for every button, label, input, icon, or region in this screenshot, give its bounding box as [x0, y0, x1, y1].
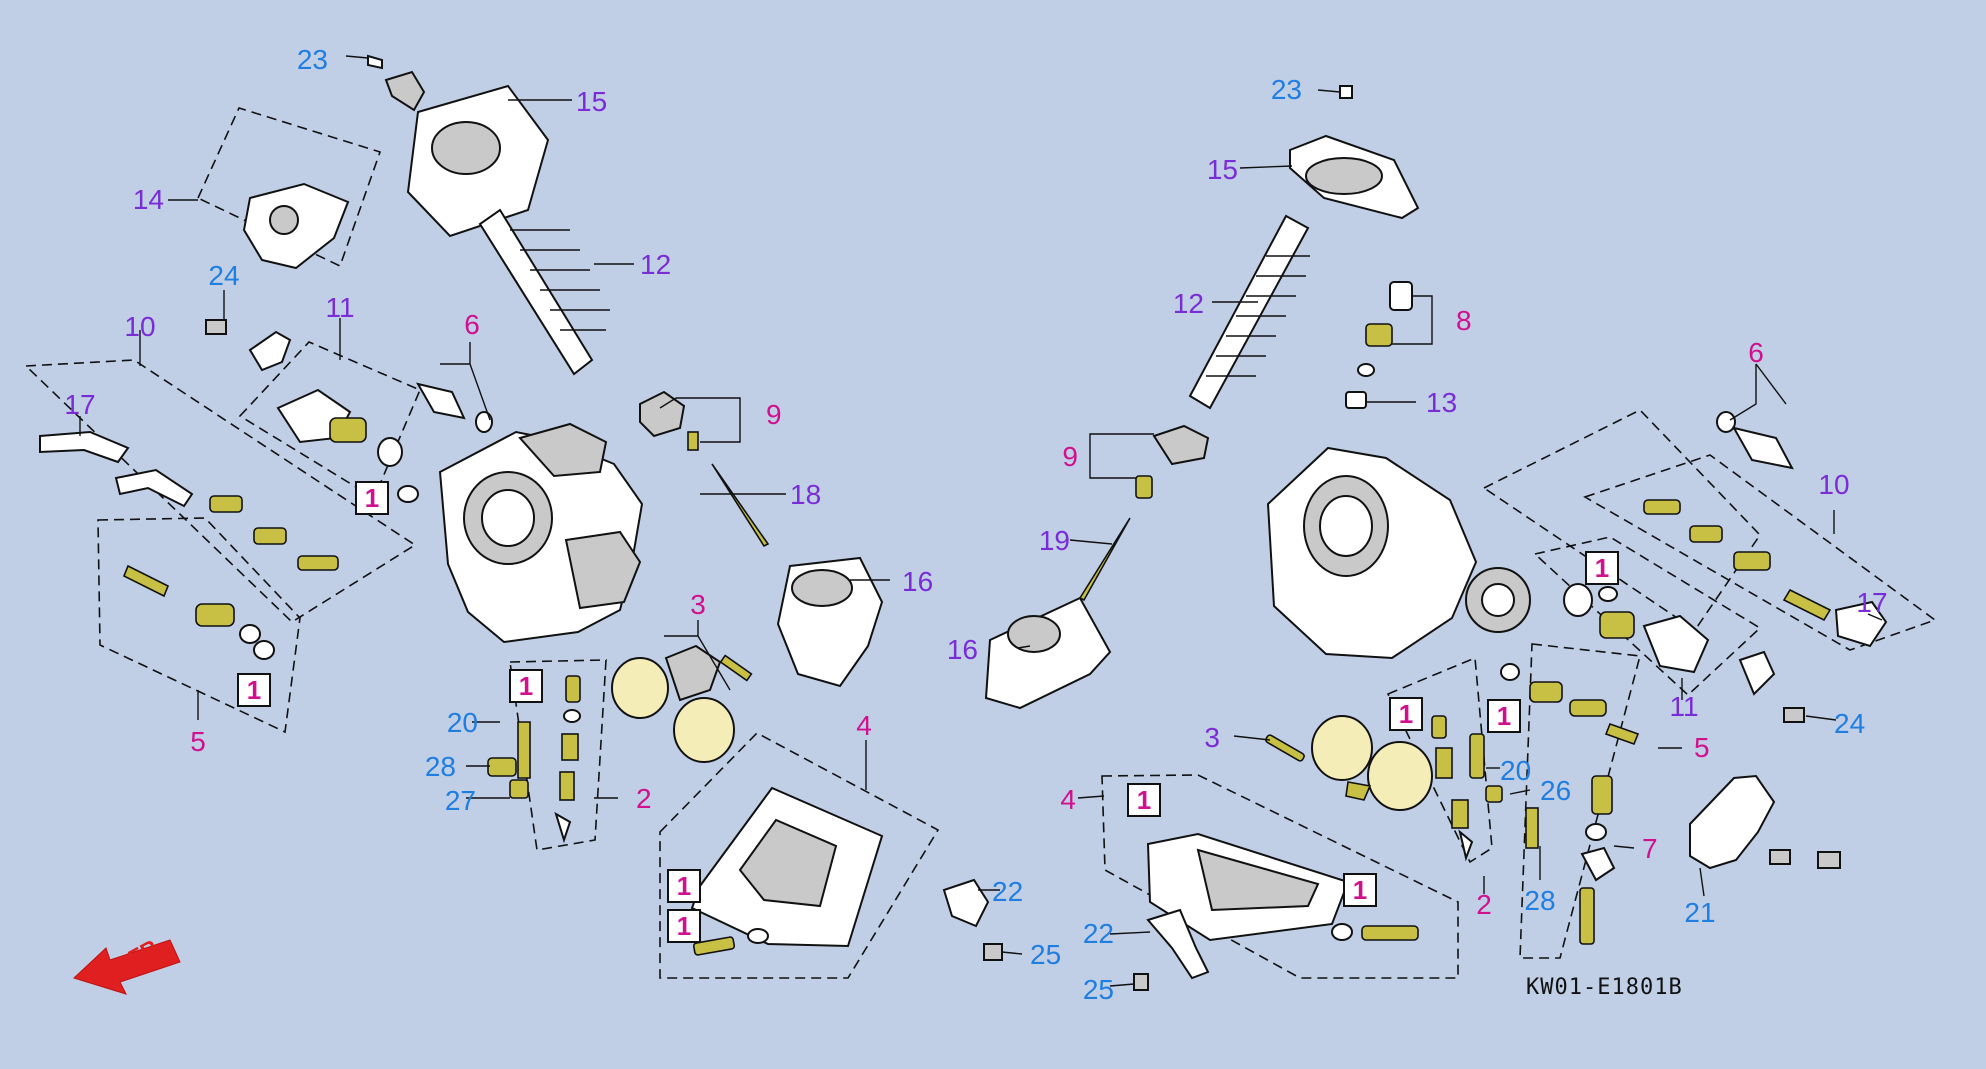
callout-label: 22	[992, 876, 1023, 907]
callout-label: 22	[1083, 918, 1114, 949]
box-1-f: 1	[1585, 551, 1619, 585]
callout-layer: 23 15 14 12 24 11 10 6 17 9 18 16 3 5 20…	[64, 44, 1887, 1005]
callout-label: 15	[1207, 154, 1238, 185]
diagram-code: KW01-E1801B	[1526, 975, 1683, 1000]
box-1-a: 1	[355, 481, 389, 515]
box-1-g: 1	[1487, 699, 1521, 733]
callout-label: 27	[445, 785, 476, 816]
svg-text:1: 1	[1137, 785, 1151, 815]
callout-label: 21	[1684, 897, 1715, 928]
callout-label: 9	[1062, 441, 1078, 472]
callout-label: 15	[576, 86, 607, 117]
callout-label: 5	[190, 726, 206, 757]
callout-label: 10	[124, 311, 155, 342]
callout-label: 2	[636, 783, 652, 814]
callout-label: 23	[1271, 74, 1302, 105]
box-1-i: 1	[1127, 783, 1161, 817]
box-1-h: 1	[1389, 697, 1423, 731]
callout-label: 8	[1456, 305, 1472, 336]
svg-text:1: 1	[677, 911, 691, 941]
callout-label: 4	[1060, 784, 1076, 815]
box-1-e: 1	[667, 909, 701, 943]
callout-label: 20	[1500, 755, 1531, 786]
callout-label: 3	[1204, 722, 1220, 753]
callout-label: 11	[325, 292, 354, 323]
callout-label: 25	[1030, 939, 1061, 970]
callout-label: 14	[133, 184, 164, 215]
right-carburetor-parts	[984, 85, 1888, 991]
callout-label: 12	[1173, 288, 1204, 319]
callout-label: 17	[64, 389, 95, 420]
callout-label: 17	[1856, 587, 1887, 618]
leader-lines	[79, 55, 1883, 987]
left-carburetor-parts	[39, 54, 1003, 961]
box-1-b: 1	[237, 673, 271, 707]
box-1-d: 1	[667, 869, 701, 903]
callout-label: 28	[1524, 885, 1555, 916]
callout-label: 26	[1540, 775, 1571, 806]
callout-label: 28	[425, 751, 456, 782]
svg-text:1: 1	[365, 483, 379, 513]
callout-label: 4	[856, 710, 872, 741]
group-outlines	[24, 107, 1937, 979]
callout-label: 11	[1669, 691, 1698, 722]
callout-label: 23	[297, 44, 328, 75]
svg-text:1: 1	[1595, 553, 1609, 583]
callout-label: 25	[1083, 974, 1114, 1005]
callout-label: 9	[766, 399, 782, 430]
svg-text:1: 1	[247, 675, 261, 705]
callout-label: 24	[208, 260, 239, 291]
callout-label: 20	[447, 707, 478, 738]
callout-label: 19	[1039, 525, 1070, 556]
callout-label: 16	[947, 634, 978, 665]
callout-label: 6	[464, 309, 480, 340]
box-1-c: 1	[509, 669, 543, 703]
box-1-j: 1	[1343, 873, 1377, 907]
callout-label: 5	[1694, 732, 1710, 763]
svg-text:1: 1	[677, 871, 691, 901]
callout-label: 3	[690, 589, 706, 620]
box-labels: 1 1 1 1 1 1 1 1 1 1	[237, 481, 1619, 943]
callout-label: 16	[902, 566, 933, 597]
svg-text:1: 1	[1497, 701, 1511, 731]
svg-text:1: 1	[1399, 699, 1413, 729]
callout-label: 7	[1642, 833, 1658, 864]
arrow-icon	[73, 939, 181, 995]
front-direction-arrow: FR.	[73, 932, 181, 995]
svg-text:1: 1	[1353, 875, 1367, 905]
callout-label: 13	[1426, 387, 1457, 418]
callout-label: 2	[1476, 889, 1492, 920]
callout-label: 24	[1834, 708, 1865, 739]
callout-label: 6	[1748, 337, 1764, 368]
svg-text:1: 1	[519, 671, 533, 701]
callout-label: 18	[790, 479, 821, 510]
callout-label: 12	[640, 249, 671, 280]
callout-label: 10	[1818, 469, 1849, 500]
